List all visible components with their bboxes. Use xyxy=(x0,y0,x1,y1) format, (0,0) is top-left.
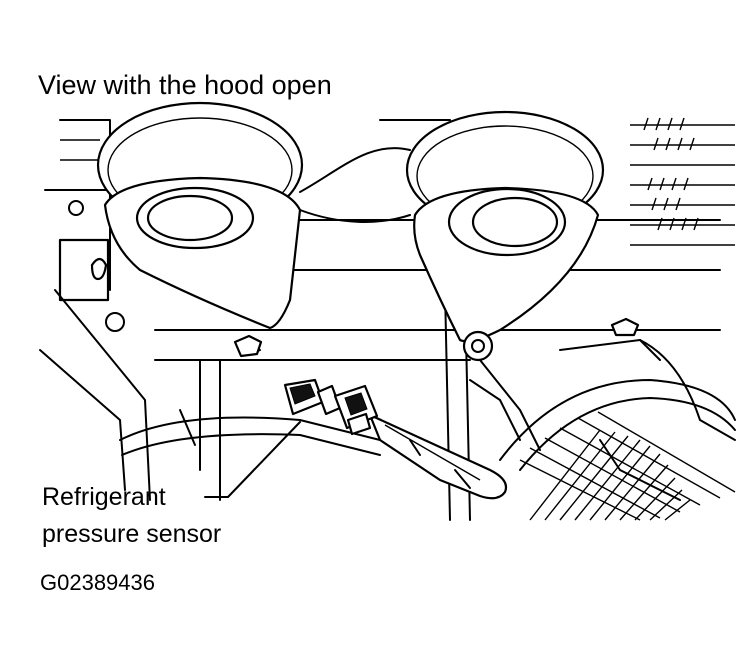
sensor-leader-line xyxy=(204,421,301,498)
horn-wiring xyxy=(233,147,640,362)
left-horn-drawing xyxy=(96,101,304,330)
figure-id: G02389436 xyxy=(40,570,155,595)
right-horn-drawing xyxy=(405,110,605,343)
refrigerant-line-drawing xyxy=(119,359,541,500)
sensor-callout-line1: Refrigerant xyxy=(42,483,166,511)
sensor-callout-line2: pressure sensor xyxy=(42,520,222,548)
diagram-title: View with the hood open xyxy=(38,70,332,100)
cooling-fan-drawing xyxy=(499,339,736,521)
refrigerant-pressure-sensor-drawing xyxy=(283,378,379,436)
hood-latch-hatching xyxy=(630,117,735,246)
